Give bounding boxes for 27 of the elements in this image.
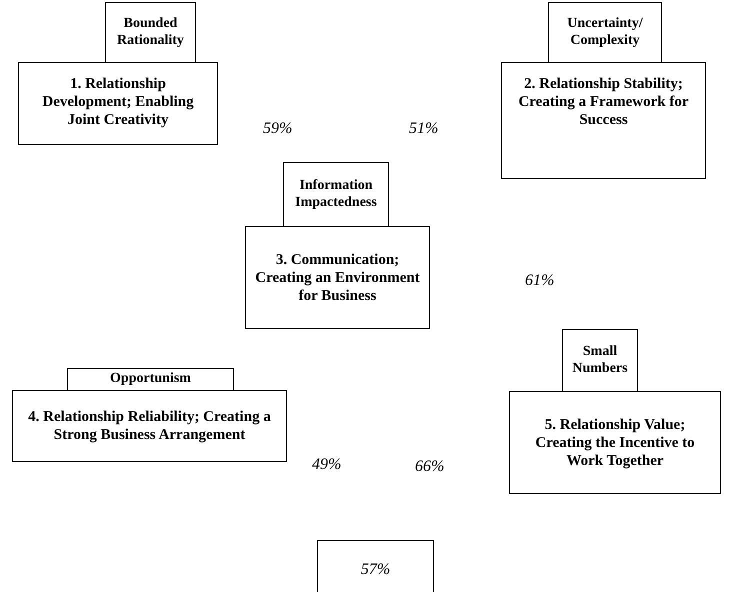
header-text: Uncertainty/ Complexity xyxy=(566,16,644,50)
header-box xyxy=(105,2,196,63)
header-text: Opportunism xyxy=(110,371,191,388)
header-text: Information Impactedness xyxy=(294,178,378,212)
percentage: 66% xyxy=(415,458,444,476)
box-text: 4. Relationship Reliability; Creating a Strong Business Arrangement xyxy=(27,408,272,444)
process-box xyxy=(317,540,434,592)
percentage: 59% xyxy=(263,120,292,138)
box-text: 2. Relationship Stability; Creating a Framework for Success xyxy=(517,75,690,129)
box-text: 3. Communication; Creating an Environment for Business xyxy=(254,250,421,304)
percentage: 57% xyxy=(360,560,390,580)
process-box xyxy=(501,62,706,179)
header-box xyxy=(562,329,638,392)
header-box xyxy=(67,368,234,391)
process-box xyxy=(245,226,430,329)
header-text: Bounded Rationality xyxy=(116,16,185,50)
header-box xyxy=(548,2,662,63)
header-text: Small Numbers xyxy=(571,344,629,378)
box-text: 1. Relationship Development; Enabling Joint Creativity xyxy=(41,75,195,129)
percentage: 49% xyxy=(312,456,342,474)
box-text: 5. Relationship Value; Creating the Incentive to Work Together xyxy=(534,416,696,470)
header-box xyxy=(283,162,389,227)
process-box xyxy=(18,62,218,145)
process-box xyxy=(12,390,287,462)
percentage: 51% xyxy=(409,120,438,138)
percentage: 61% xyxy=(525,272,554,290)
process-box xyxy=(509,391,721,494)
